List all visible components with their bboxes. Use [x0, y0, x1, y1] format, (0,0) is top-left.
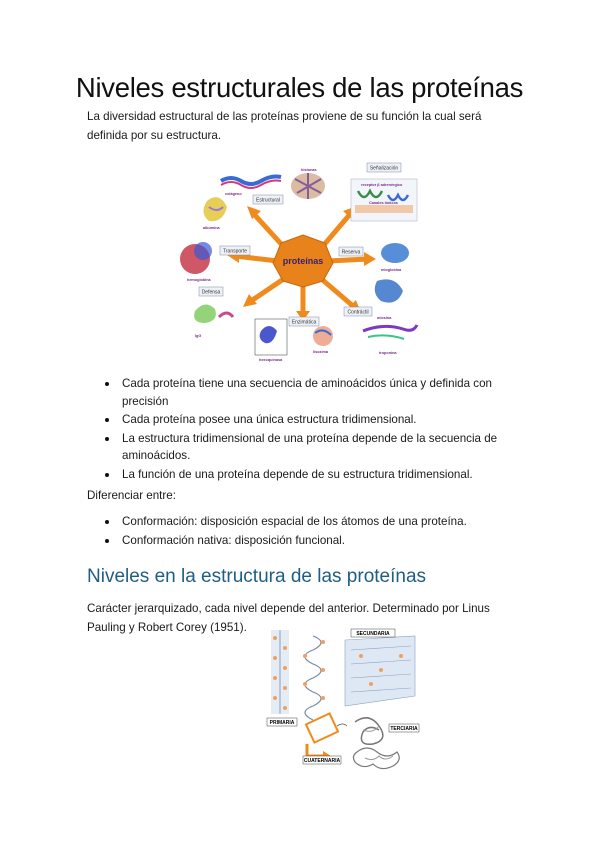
box-reserva: [338, 246, 364, 257]
label-secundaria: SECUNDARIA: [356, 631, 390, 637]
label-albumina: albúmina: [203, 226, 221, 230]
bullet-icon: [105, 538, 109, 543]
list-item: Conformación nativa: disposición funcion…: [87, 532, 517, 550]
list-item: La estructura tridimensional de una prot…: [87, 430, 517, 465]
bullet-icon: [105, 418, 109, 422]
label-histonas: histonas: [301, 168, 317, 172]
section2-line-2: Pauling y Robert Corey (1951).: [87, 621, 247, 634]
receptor-panel: [350, 178, 418, 222]
list-item: La función de una proteína depende de su…: [87, 466, 517, 484]
label-cuaternaria: CUATERNARIA: [304, 758, 341, 764]
bullet-icon: [105, 472, 109, 477]
box-enzimatica-label: Enzimática: [292, 320, 317, 326]
label-hemoglobina: hemoglobina: [187, 278, 212, 282]
label-box-secundaria: [350, 628, 396, 638]
label-box-cuaternaria: [302, 755, 342, 765]
protein-functions-diagram: proteínas Estructural Transporte Defensa…: [173, 151, 427, 366]
label-primaria: PRIMARIA: [270, 720, 295, 726]
intro-line-2: definida por su estructura.: [87, 129, 222, 142]
myoglobin-structure: [381, 243, 409, 263]
list-item: Cada proteína posee una única estructura…: [87, 411, 517, 429]
function-arrows: [234, 211, 369, 313]
structure-levels-diagram: SECUNDARIA PRIMARIA TERCIARIA: [265, 626, 421, 776]
intro-line-1: La diversidad estructural de las proteín…: [87, 110, 482, 123]
label-canales: Canales iónicos: [369, 201, 398, 205]
beta-sheet: [344, 635, 416, 707]
label-receptor: receptor β adrenérgico: [361, 183, 403, 187]
collagen-structure: [219, 174, 282, 186]
center-label: proteínas: [283, 256, 324, 266]
label-box-primaria: [266, 717, 298, 727]
alpha-helix: [303, 635, 325, 721]
label-hexoquinasa: hexoquinasa: [259, 358, 283, 362]
label-miosina: miosina: [377, 316, 392, 320]
list-item: Conformación: disposición espacial de lo…: [87, 513, 517, 531]
box-estructural: [252, 194, 284, 205]
igg-structure: [194, 304, 216, 323]
center-heptagon: [272, 234, 334, 288]
bullet-icon: [105, 382, 109, 386]
lysozyme-structure: [313, 326, 333, 346]
box-transporte-label: Transporte: [223, 249, 247, 255]
label-igg: IgG: [195, 334, 201, 338]
primary-chain: [271, 630, 289, 714]
page-title: Niveles estructurales de las proteínas: [75, 72, 524, 103]
box-senalizacion-label: Señalización: [370, 166, 399, 172]
properties-list: Cada proteína tiene una secuencia de ami…: [87, 375, 517, 484]
section2-paragraph: Carácter jerarquizado, cada nivel depend…: [87, 599, 517, 637]
box-defensa: [198, 286, 224, 297]
intro-paragraph: La diversidad estructural de las proteín…: [87, 107, 517, 145]
quaternary-structure: [352, 747, 400, 770]
label-colageno: colágeno: [225, 192, 242, 196]
bullet-icon: [105, 436, 109, 441]
box-contractil: [343, 306, 373, 317]
box-senalizacion: [366, 162, 402, 173]
protein-functions-figure: proteínas Estructural Transporte Defensa…: [173, 151, 427, 366]
box-transporte: [219, 245, 251, 256]
section-heading: Niveles en la estructura de las proteína…: [87, 566, 427, 587]
box-enzimatica: [288, 316, 320, 327]
protein-structures: [180, 173, 419, 356]
box-defensa-label: Defensa: [202, 290, 221, 296]
differentiate-label: Diferenciar entre:: [87, 489, 176, 502]
list-item: Cada proteína tiene una secuencia de ami…: [87, 375, 517, 410]
label-terciaria: TERCIARIA: [390, 726, 418, 732]
section2-line-1: Carácter jerarquizado, cada nivel depend…: [87, 602, 490, 615]
label-lisozima: lisozima: [313, 350, 329, 354]
box-estructural-label: Estructural: [256, 198, 280, 204]
tertiary-structure: [354, 717, 384, 745]
label-troponina: troponina: [379, 351, 397, 355]
box-reserva-label: Reserva: [342, 250, 361, 256]
myosin-structure: [374, 279, 403, 303]
troponin-structure: [362, 324, 419, 333]
box-contractil-label: Contráctil: [347, 310, 368, 316]
structure-levels-figure: SECUNDARIA PRIMARIA TERCIARIA: [265, 626, 421, 776]
bullet-icon: [105, 520, 109, 524]
label-mioglobina: mioglobina: [381, 268, 402, 272]
conformation-list: Conformación: disposición espacial de lo…: [87, 513, 517, 550]
label-box-terciaria: [388, 723, 420, 733]
hexokinase-structure: [259, 326, 277, 344]
